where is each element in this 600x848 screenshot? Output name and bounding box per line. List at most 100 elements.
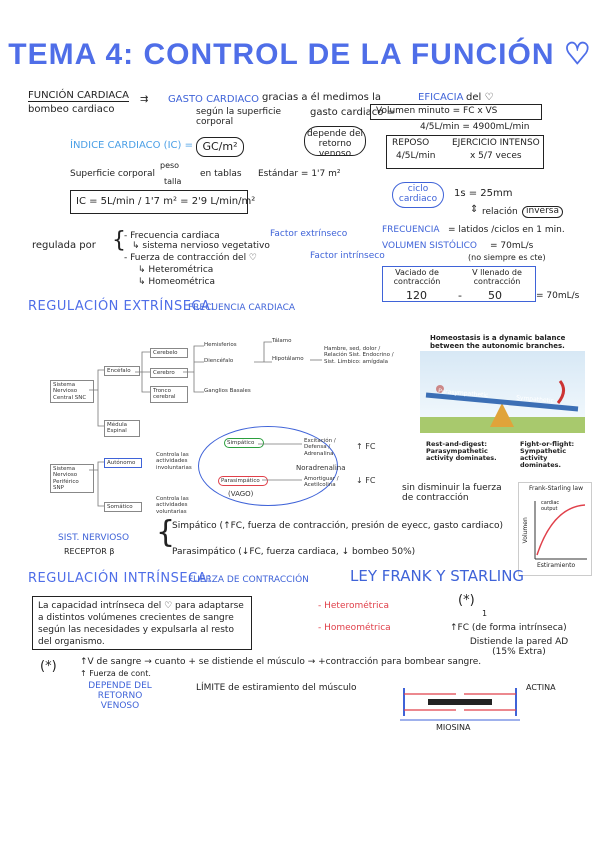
ejercicio-value: x 5/7 veces bbox=[470, 151, 522, 161]
heterometrica-label: - Heterométrica bbox=[318, 601, 389, 611]
star-icon-2: (*) bbox=[40, 659, 57, 674]
tronco-box: Tronco cerebral bbox=[150, 386, 188, 403]
excitacion-text: Excitación / Defensa / Adrenalina bbox=[304, 438, 336, 457]
relacion-text: relación bbox=[482, 207, 518, 217]
volumen-label: VOLUMEN SISTÓLICO bbox=[382, 241, 477, 251]
cerebro-box: Cerebro bbox=[150, 368, 188, 379]
eficacia-label: EFICACIA bbox=[418, 92, 464, 103]
diagram-connectors bbox=[89, 341, 322, 507]
hemisferios-label: Hemisferios bbox=[204, 342, 237, 348]
reg-item2-hetero: ↳ Heterométrica bbox=[138, 265, 214, 275]
autonomo-ellipse bbox=[198, 426, 338, 506]
gracias-text: gracias a él medimos la bbox=[262, 92, 381, 103]
down-fc-label: ↓ FC bbox=[356, 476, 376, 485]
sin-disminuir-text: sin disminuir la fuerza de contracción bbox=[402, 483, 502, 503]
somatico-box: Somático bbox=[104, 502, 142, 513]
indice-label: ÍNDICE CARDIACO (IC) = bbox=[70, 140, 193, 151]
reg-item2-factor: Factor intrínseco bbox=[310, 251, 385, 261]
reg-item1-factor: Factor extrínseco bbox=[270, 229, 348, 239]
capacidad-text: La capacidad intrínseca del ♡ para adapt… bbox=[38, 601, 244, 648]
actina-label: ACTINA bbox=[526, 683, 556, 692]
snp-box: Sistema Nervioso Periférico SNP bbox=[50, 464, 94, 494]
ic-formula: IC = 5L/min / 1'7 m² = 2'9 L/min/m² bbox=[76, 196, 256, 207]
reposo-label: REPOSO bbox=[392, 138, 430, 148]
minus-sign: - bbox=[458, 289, 462, 302]
sist-nervioso-label: SIST. NERVIOSO bbox=[58, 533, 130, 543]
brace-icon: { bbox=[112, 228, 126, 253]
gasto-formula-label: gasto cardiaco = bbox=[310, 107, 395, 118]
frecuencia-text: = latidos /ciclos en 1 min. bbox=[448, 225, 565, 235]
fight-flight-caption: Fight-or-flight: Sympathetic activity do… bbox=[520, 440, 575, 470]
arrows-vertical-icon: ⇕ bbox=[470, 204, 479, 215]
up-fc-label: ↑ FC bbox=[356, 442, 376, 451]
reg-item1: - Frecuencia cardiaca bbox=[124, 231, 220, 241]
reg-item1-sub: ↳ sistema nervioso vegetativo bbox=[132, 241, 270, 251]
vago-label: (VAGO) bbox=[228, 490, 254, 498]
distiende-text: Distiende la pared AD (15% Extra) bbox=[469, 637, 569, 657]
volumen-formula: Volumen minuto = FC x VS bbox=[376, 106, 498, 116]
snc-box: Sistema Nervioso Central SNC bbox=[50, 380, 94, 403]
diencefalo-label: Diencéfalo bbox=[204, 358, 234, 364]
miosina-label: MIOSINA bbox=[436, 723, 471, 732]
talamo-label: Tálamo bbox=[272, 338, 292, 344]
extrinseca-subheading: FRECUENCIA CARDIACA bbox=[188, 303, 296, 313]
frank-starling-graph: Frank-Starling law cardiac output Volume… bbox=[518, 482, 592, 576]
limite-text: LÍMITE de estiramiento del músculo bbox=[196, 683, 357, 693]
frank-title: Frank-Starling law bbox=[529, 485, 584, 492]
volumen-value: = 70mL/s bbox=[490, 241, 534, 251]
cardiac-output-label: cardiac output bbox=[541, 500, 560, 512]
depende-bubble: depende del retorno venoso bbox=[304, 126, 366, 159]
parasimpatico-box: Parasimpático bbox=[218, 476, 268, 487]
hipotalamo-label: Hipotálamo bbox=[272, 356, 304, 362]
segun-text: según la superficie corporal bbox=[196, 107, 282, 127]
estiramiento-axis-label: Estiramiento bbox=[537, 562, 576, 569]
point2-text: ↑ Fuerza de cont. bbox=[80, 669, 151, 678]
estandar-text: Estándar = 1'7 m² bbox=[258, 169, 341, 179]
cerebelo-box: Cerebelo bbox=[150, 348, 188, 359]
page-title: TEMA 4: CONTROL DE LA FUNCIÓN ♡ bbox=[8, 38, 592, 71]
autonomic-balance-image: Homeostasis is a dynamic balance between… bbox=[420, 334, 585, 475]
nervous-system-diagram: Sistema Nervioso Central SNC Encéfalo Mé… bbox=[38, 330, 400, 522]
inversa-badge: inversa bbox=[522, 206, 563, 218]
sarcomere-sketch bbox=[400, 688, 520, 721]
regulada-label: regulada por bbox=[32, 240, 96, 251]
autonomo-box: Autónomo bbox=[104, 458, 142, 469]
encefalo-box: Encéfalo bbox=[104, 366, 140, 377]
ley-frank-label: LEY FRANK Y STARLING bbox=[350, 567, 525, 585]
rest-digest-caption: Rest-and-digest: Parasympathetic activit… bbox=[426, 440, 497, 463]
v1-value: 120 bbox=[406, 289, 427, 302]
star-sub: 1 bbox=[482, 609, 488, 618]
point1-text: ↑V de sangre → cuanto + se distiende el … bbox=[80, 657, 482, 667]
reposo-value: 4/5L/min bbox=[396, 151, 436, 161]
vaciado-label: Vaciado de contracción bbox=[393, 268, 441, 286]
bombeo-label: bombeo cardiaco bbox=[28, 104, 115, 115]
controla-voluntarias: Controla las actividades voluntarias bbox=[156, 496, 189, 515]
controla-involuntarias: Controla las actividades involuntarias bbox=[156, 452, 192, 471]
simpatico-line: Simpático (↑FC, fuerza de contracción, p… bbox=[172, 521, 503, 531]
ganglios-label: Ganglios Basales bbox=[204, 388, 251, 394]
parasimpatico-line: Parasimpático (↓FC, fuerza cardiaca, ↓ b… bbox=[172, 547, 416, 557]
homeo-result: ↑FC (de forma intrínseca) bbox=[450, 623, 567, 633]
brace-icon: { bbox=[156, 515, 176, 550]
ciclo-value: 1s = 25mm bbox=[454, 188, 513, 199]
homeometrica-label: - Homeométrica bbox=[318, 623, 391, 633]
simpatico-box: Simpático bbox=[224, 438, 264, 449]
gasto-cardiaco-label: GASTO CARDIACO bbox=[168, 94, 260, 105]
no-siempre-text: (no siempre es cte) bbox=[468, 253, 546, 262]
ejercicio-label: EJERCICIO INTENSO bbox=[452, 138, 540, 148]
intrinseca-subheading: FUERZA DE CONTRACCIÓN bbox=[188, 575, 309, 585]
homeostasis-caption: Homeostasis is a dynamic balance between… bbox=[430, 334, 566, 350]
talla-label: talla bbox=[164, 177, 182, 186]
reg-item2: - Fuerza de contracción del ♡ bbox=[124, 253, 257, 263]
ciclo-bubble: ciclo cardiaco bbox=[392, 182, 444, 208]
extrinseca-heading: REGULACIÓN EXTRÍNSECA: bbox=[28, 299, 216, 314]
frecuencia-label: FRECUENCIA bbox=[382, 225, 440, 235]
funcion-cardiaca-label: FUNCIÓN CARDIACA bbox=[28, 90, 129, 102]
en-tablas-text: en tablas bbox=[200, 169, 242, 179]
reg-item2-homeo: ↳ Homeométrica bbox=[138, 277, 215, 287]
v-result: = 70mL/s bbox=[536, 291, 580, 301]
v2-value: 50 bbox=[488, 289, 502, 302]
hipotalamo-functions: Hambre, sed, dolor / Relación Sist. Endo… bbox=[324, 346, 394, 365]
peso-label: peso bbox=[160, 161, 180, 170]
intrinseca-heading: REGULACIÓN INTRÍNSECA: bbox=[28, 571, 212, 586]
